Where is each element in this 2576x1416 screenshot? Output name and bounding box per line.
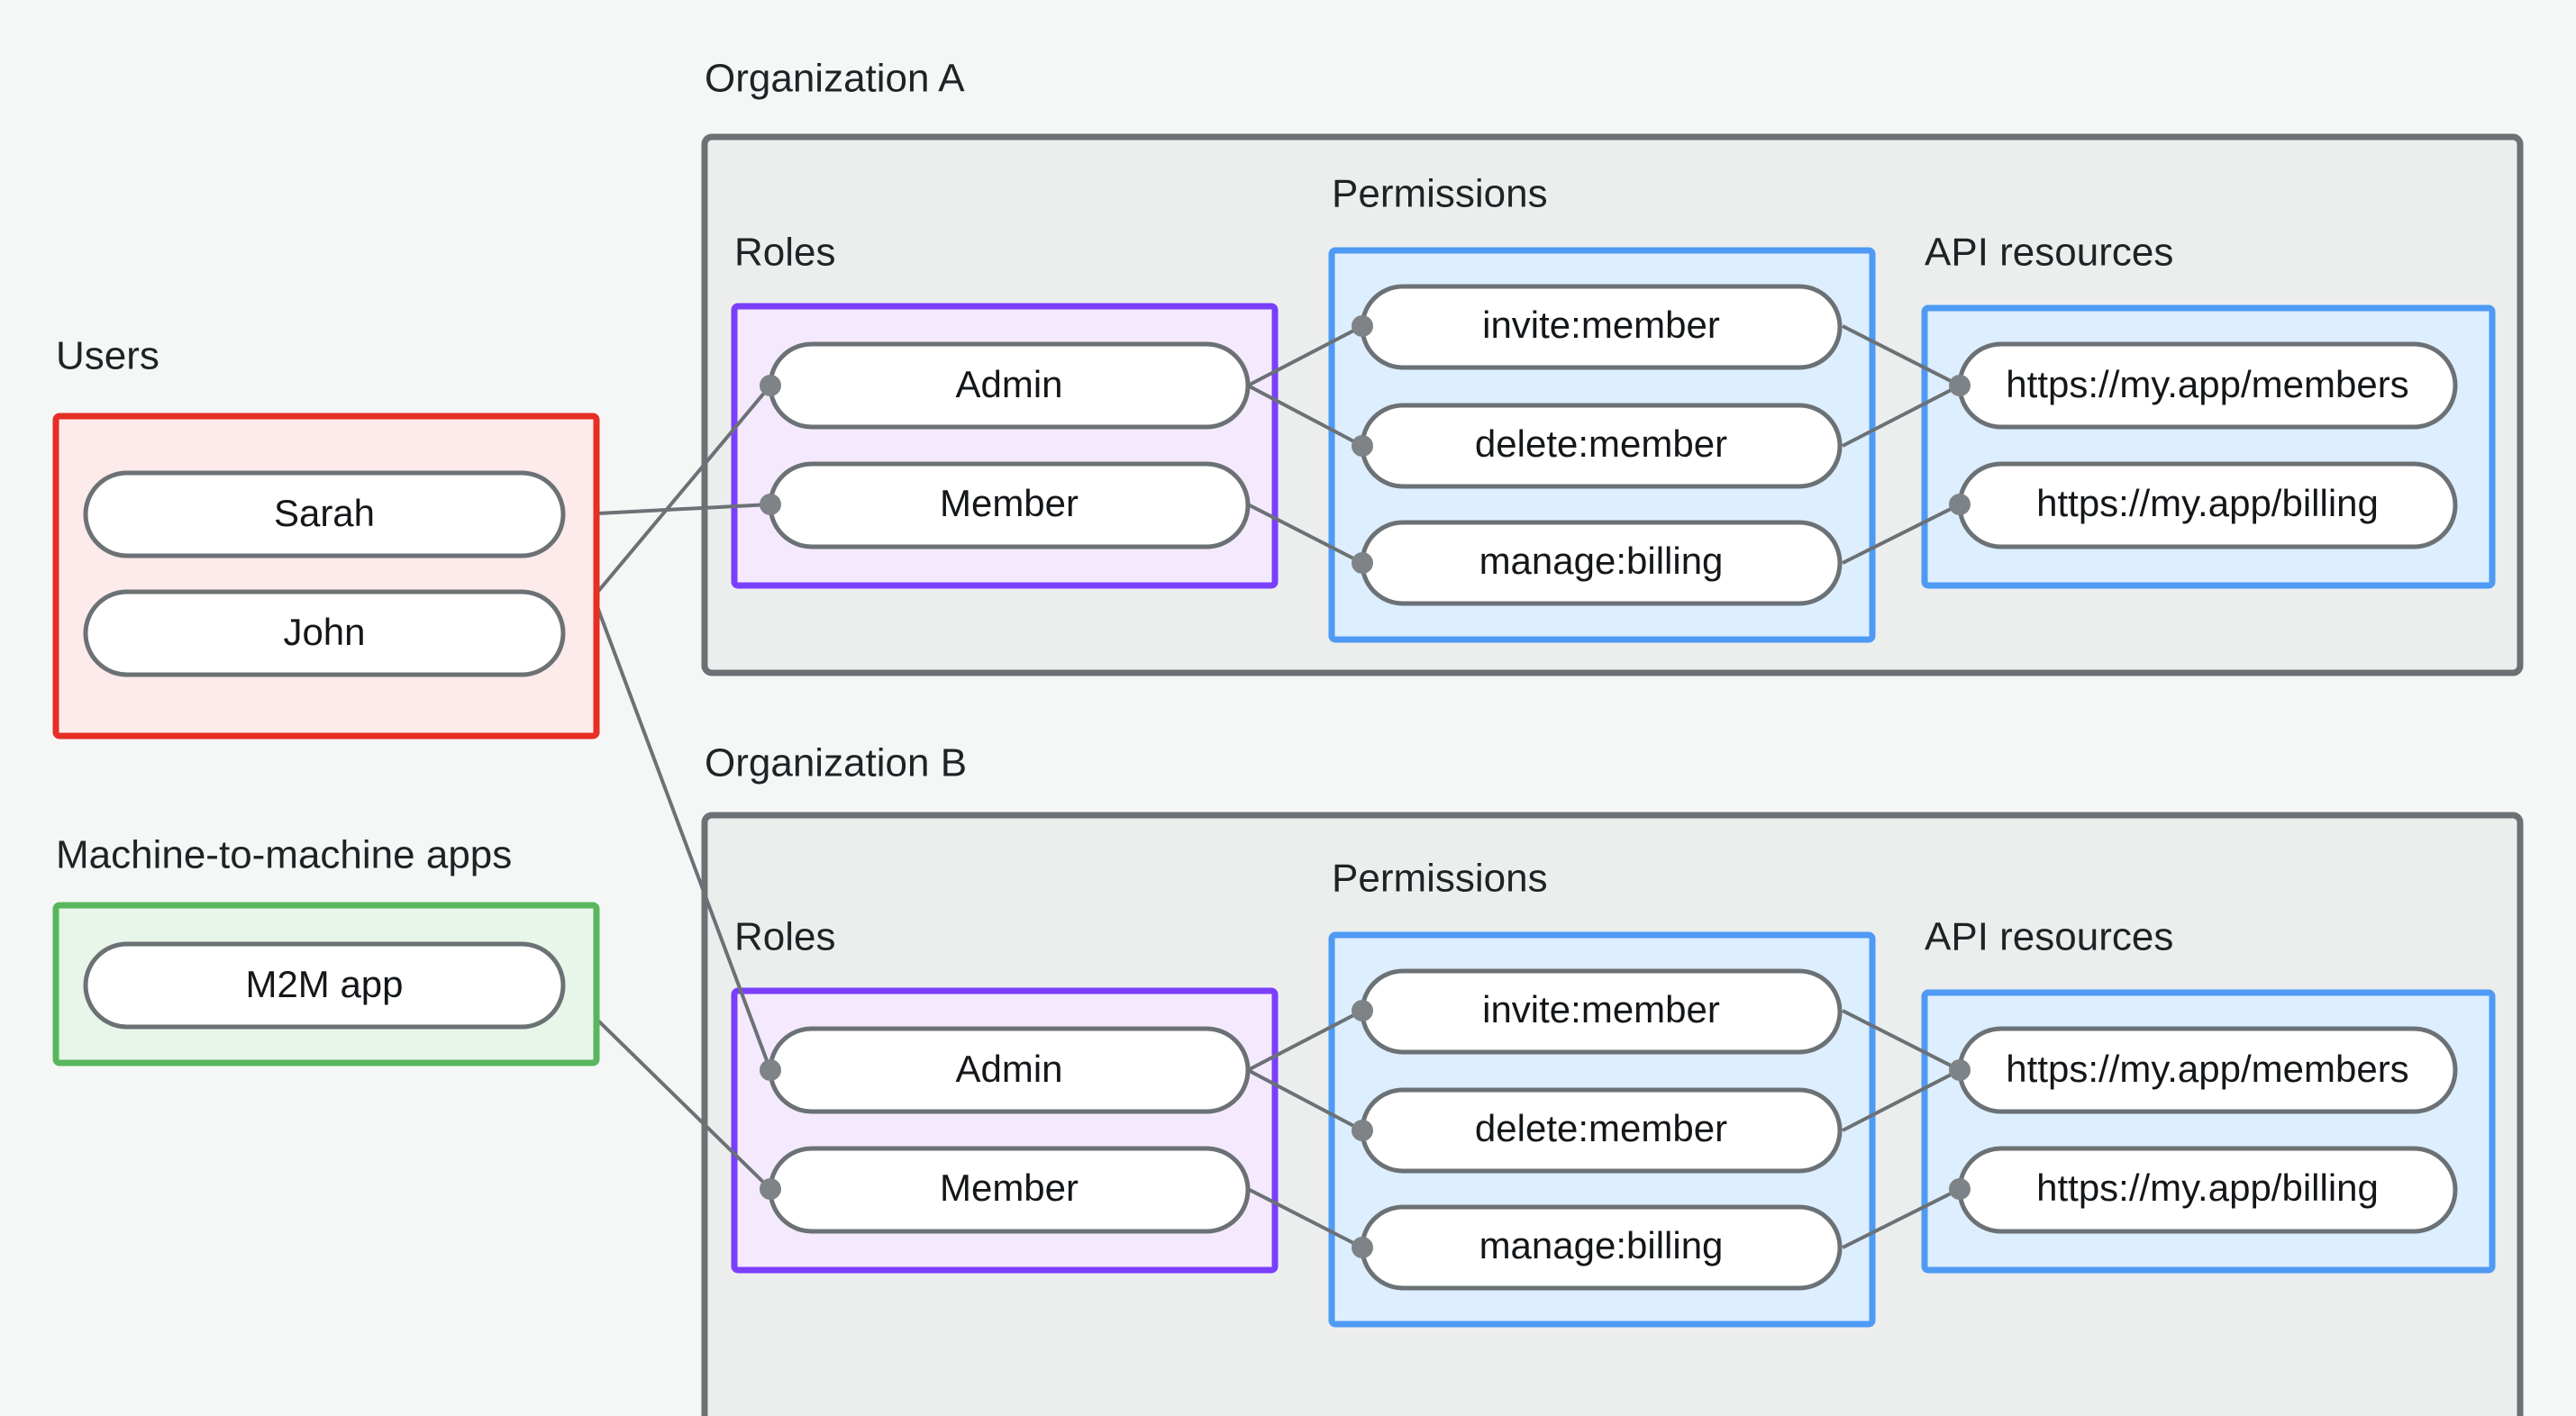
role-pill-member-b[interactable]: Member — [768, 1146, 1251, 1234]
api-pill-billing-b[interactable]: https://my.app/billing — [1957, 1146, 2458, 1234]
edge-billing-b-to-billing — [1842, 1187, 1961, 1249]
connector-dot — [760, 1059, 781, 1081]
user-pill-sarah[interactable]: Sarah — [83, 470, 566, 558]
m2m-pill-app-label: M2M app — [245, 963, 403, 1005]
edge-member-a-to-billing — [1247, 503, 1363, 565]
connector-dot — [1352, 315, 1373, 337]
role-pill-member-a[interactable]: Member — [768, 461, 1251, 549]
role-pill-admin-b[interactable]: Admin — [768, 1026, 1251, 1114]
permission-pill-billing-a-label: manage:billing — [1479, 540, 1724, 582]
permissions-label-a: Permissions — [1332, 172, 1548, 216]
edge-delete-a-to-members — [1842, 384, 1961, 448]
api-pill-billing-a-label: https://my.app/billing — [2036, 482, 2379, 524]
permission-pill-invite-b[interactable]: invite:member — [1360, 968, 1843, 1055]
api-pill-members-a-label: https://my.app/members — [2006, 363, 2408, 405]
connector-dot — [760, 375, 781, 396]
permissions-label-b: Permissions — [1332, 857, 1548, 901]
api-pill-members-b-label: https://my.app/members — [2006, 1048, 2408, 1090]
connector-dot — [1949, 494, 1971, 515]
permission-pill-invite-b-label: invite:member — [1482, 988, 1720, 1030]
roles-label-a: Roles — [734, 231, 836, 275]
permission-pill-invite-a-label: invite:member — [1482, 304, 1720, 346]
connector-dot — [1352, 1120, 1373, 1141]
users-label: Users — [56, 334, 159, 378]
connector-dot — [1352, 552, 1373, 574]
edge-admin-b-to-invite — [1247, 1009, 1363, 1072]
organization-a-label: Organization A — [705, 57, 965, 101]
connector-dot — [1352, 435, 1373, 457]
connector-dot — [1949, 1178, 1971, 1200]
edge-invite-b-to-members — [1842, 1009, 1961, 1072]
connector-dot — [760, 1178, 781, 1200]
connector-dot — [1949, 375, 1971, 396]
role-pill-member-b-label: Member — [940, 1166, 1079, 1209]
connector-dot — [1949, 1059, 1971, 1081]
permission-pill-delete-a[interactable]: delete:member — [1360, 403, 1843, 489]
api-pill-members-b[interactable]: https://my.app/members — [1957, 1026, 2458, 1114]
role-pill-admin-b-label: Admin — [955, 1048, 1062, 1090]
permission-pill-delete-b-label: delete:member — [1475, 1107, 1727, 1149]
role-pill-member-a-label: Member — [940, 482, 1079, 524]
permission-pill-billing-b-label: manage:billing — [1479, 1224, 1724, 1266]
roles-label-b: Roles — [734, 915, 836, 959]
users-container — [52, 413, 600, 740]
edge-admin-a-to-delete — [1247, 384, 1363, 448]
edge-invite-a-to-members — [1842, 324, 1961, 387]
edge-member-b-to-billing — [1247, 1187, 1363, 1249]
permission-pill-billing-b[interactable]: manage:billing — [1360, 1204, 1843, 1291]
api-pill-billing-a[interactable]: https://my.app/billing — [1957, 461, 2458, 549]
permission-pill-delete-b[interactable]: delete:member — [1360, 1087, 1843, 1174]
m2m-apps-label: Machine-to-machine apps — [56, 833, 512, 877]
api-resources-label-b: API resources — [1925, 915, 2173, 959]
connector-dot — [760, 494, 781, 515]
user-pill-john[interactable]: John — [83, 589, 566, 677]
organization-b-label: Organization B — [705, 741, 967, 785]
role-pill-admin-a[interactable]: Admin — [768, 341, 1251, 430]
connector-dot — [1352, 1000, 1373, 1021]
api-resources-label-a: API resources — [1925, 231, 2173, 275]
m2m-pill-app[interactable]: M2M app — [83, 941, 566, 1030]
edge-billing-a-to-billing — [1842, 503, 1961, 565]
role-pill-admin-a-label: Admin — [955, 363, 1062, 405]
permission-pill-invite-a[interactable]: invite:member — [1360, 284, 1843, 370]
user-pill-sarah-label: Sarah — [274, 492, 375, 534]
api-pill-members-a[interactable]: https://my.app/members — [1957, 341, 2458, 430]
permission-pill-delete-a-label: delete:member — [1475, 422, 1727, 465]
api-pill-billing-b-label: https://my.app/billing — [2036, 1166, 2379, 1209]
connector-dot — [1352, 1237, 1373, 1258]
permission-pill-billing-a[interactable]: manage:billing — [1360, 520, 1843, 606]
edge-delete-b-to-members — [1842, 1068, 1961, 1132]
edge-admin-b-to-delete — [1247, 1068, 1363, 1132]
edge-admin-a-to-invite — [1247, 324, 1363, 387]
user-pill-john-label: John — [283, 611, 365, 653]
